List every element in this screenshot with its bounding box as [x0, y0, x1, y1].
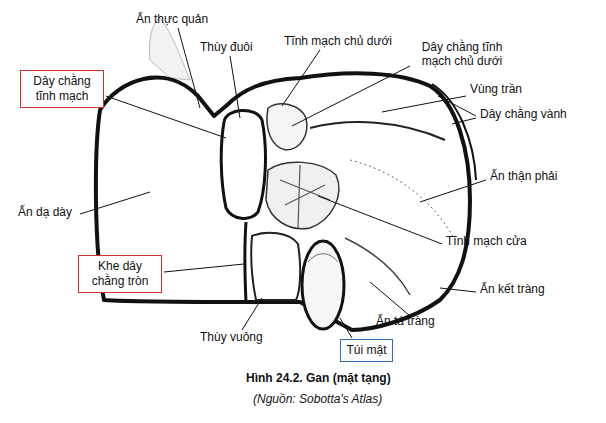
source-note: (Nguồn: Sobotta's Atlas): [253, 392, 382, 406]
fissure-box: Khe dây chằng tròn: [78, 255, 162, 293]
quadrate-lobe-label: Thùy vuông: [200, 330, 263, 344]
caudate-lobe-label: Thùy đuôi: [200, 40, 253, 54]
impression-edge: [345, 238, 410, 295]
hilum-vessels: [280, 165, 330, 228]
colic-impression-label: Ấn kết tràng: [480, 282, 545, 296]
renal-impression-edge: [350, 160, 455, 240]
gastric-impression-label: Ấn dạ dày: [18, 205, 72, 219]
vena-cava-ligament-label: Dây chằng tĩnh mạch chủ dưới: [408, 40, 516, 69]
round-ligament-fissure: [245, 222, 246, 302]
bare-area-label: Vùng trần: [470, 82, 522, 96]
box-text: Túi mật: [346, 343, 387, 358]
duodenal-impression-label: Ấn tá tràng: [376, 314, 435, 328]
box-text: Dây chằng tĩnh mạch: [26, 74, 98, 104]
gallbladder-shape: [302, 241, 344, 329]
bare-area-edge: [310, 122, 445, 140]
gallbladder-fold: [308, 254, 338, 262]
caudate-lobe: [221, 110, 265, 218]
ligament-box: Dây chằng tĩnh mạch: [20, 70, 104, 108]
portal-vein-label: Tĩnh mạch cửa: [446, 234, 527, 248]
coronary-ligament-label: Dây chằng vành: [480, 107, 567, 121]
gallbladder-box: Túi mật: [340, 339, 393, 362]
renal-impression-label: Ấn thận phải: [490, 169, 557, 183]
box-text: Khe dây chằng tròn: [84, 259, 156, 289]
esophageal-impression-label: Ấn thực quản: [136, 12, 208, 26]
porta-hepatis: [266, 162, 339, 229]
figure-caption: Hình 24.2. Gan (mặt tạng): [246, 371, 391, 385]
quadrate-lobe: [251, 233, 300, 300]
vena-cava-label: Tĩnh mạch chủ dưới: [284, 34, 392, 48]
vena-cava: [267, 104, 307, 150]
